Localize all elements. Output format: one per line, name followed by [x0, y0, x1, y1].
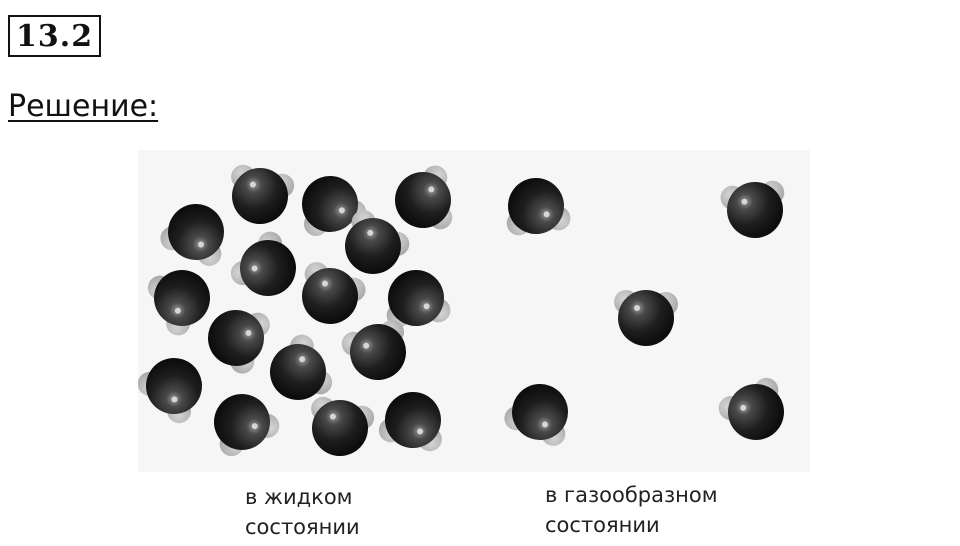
caption-liquid: в жидком состоянии [245, 482, 360, 542]
caption-liquid-line1: в жидком [245, 485, 353, 509]
caption-gas: в газообразном состоянии [545, 480, 718, 540]
molecules-figure [138, 150, 810, 472]
liquid-molecules [138, 162, 457, 463]
problem-number: 13.2 [8, 15, 102, 57]
molecules-illustration [138, 162, 798, 463]
caption-gas-line2: состоянии [545, 513, 660, 537]
caption-liquid-line2: состоянии [245, 515, 360, 539]
caption-gas-line1: в газообразном [545, 483, 718, 507]
solution-heading: Решение: [8, 89, 159, 124]
gas-molecules [499, 172, 798, 453]
